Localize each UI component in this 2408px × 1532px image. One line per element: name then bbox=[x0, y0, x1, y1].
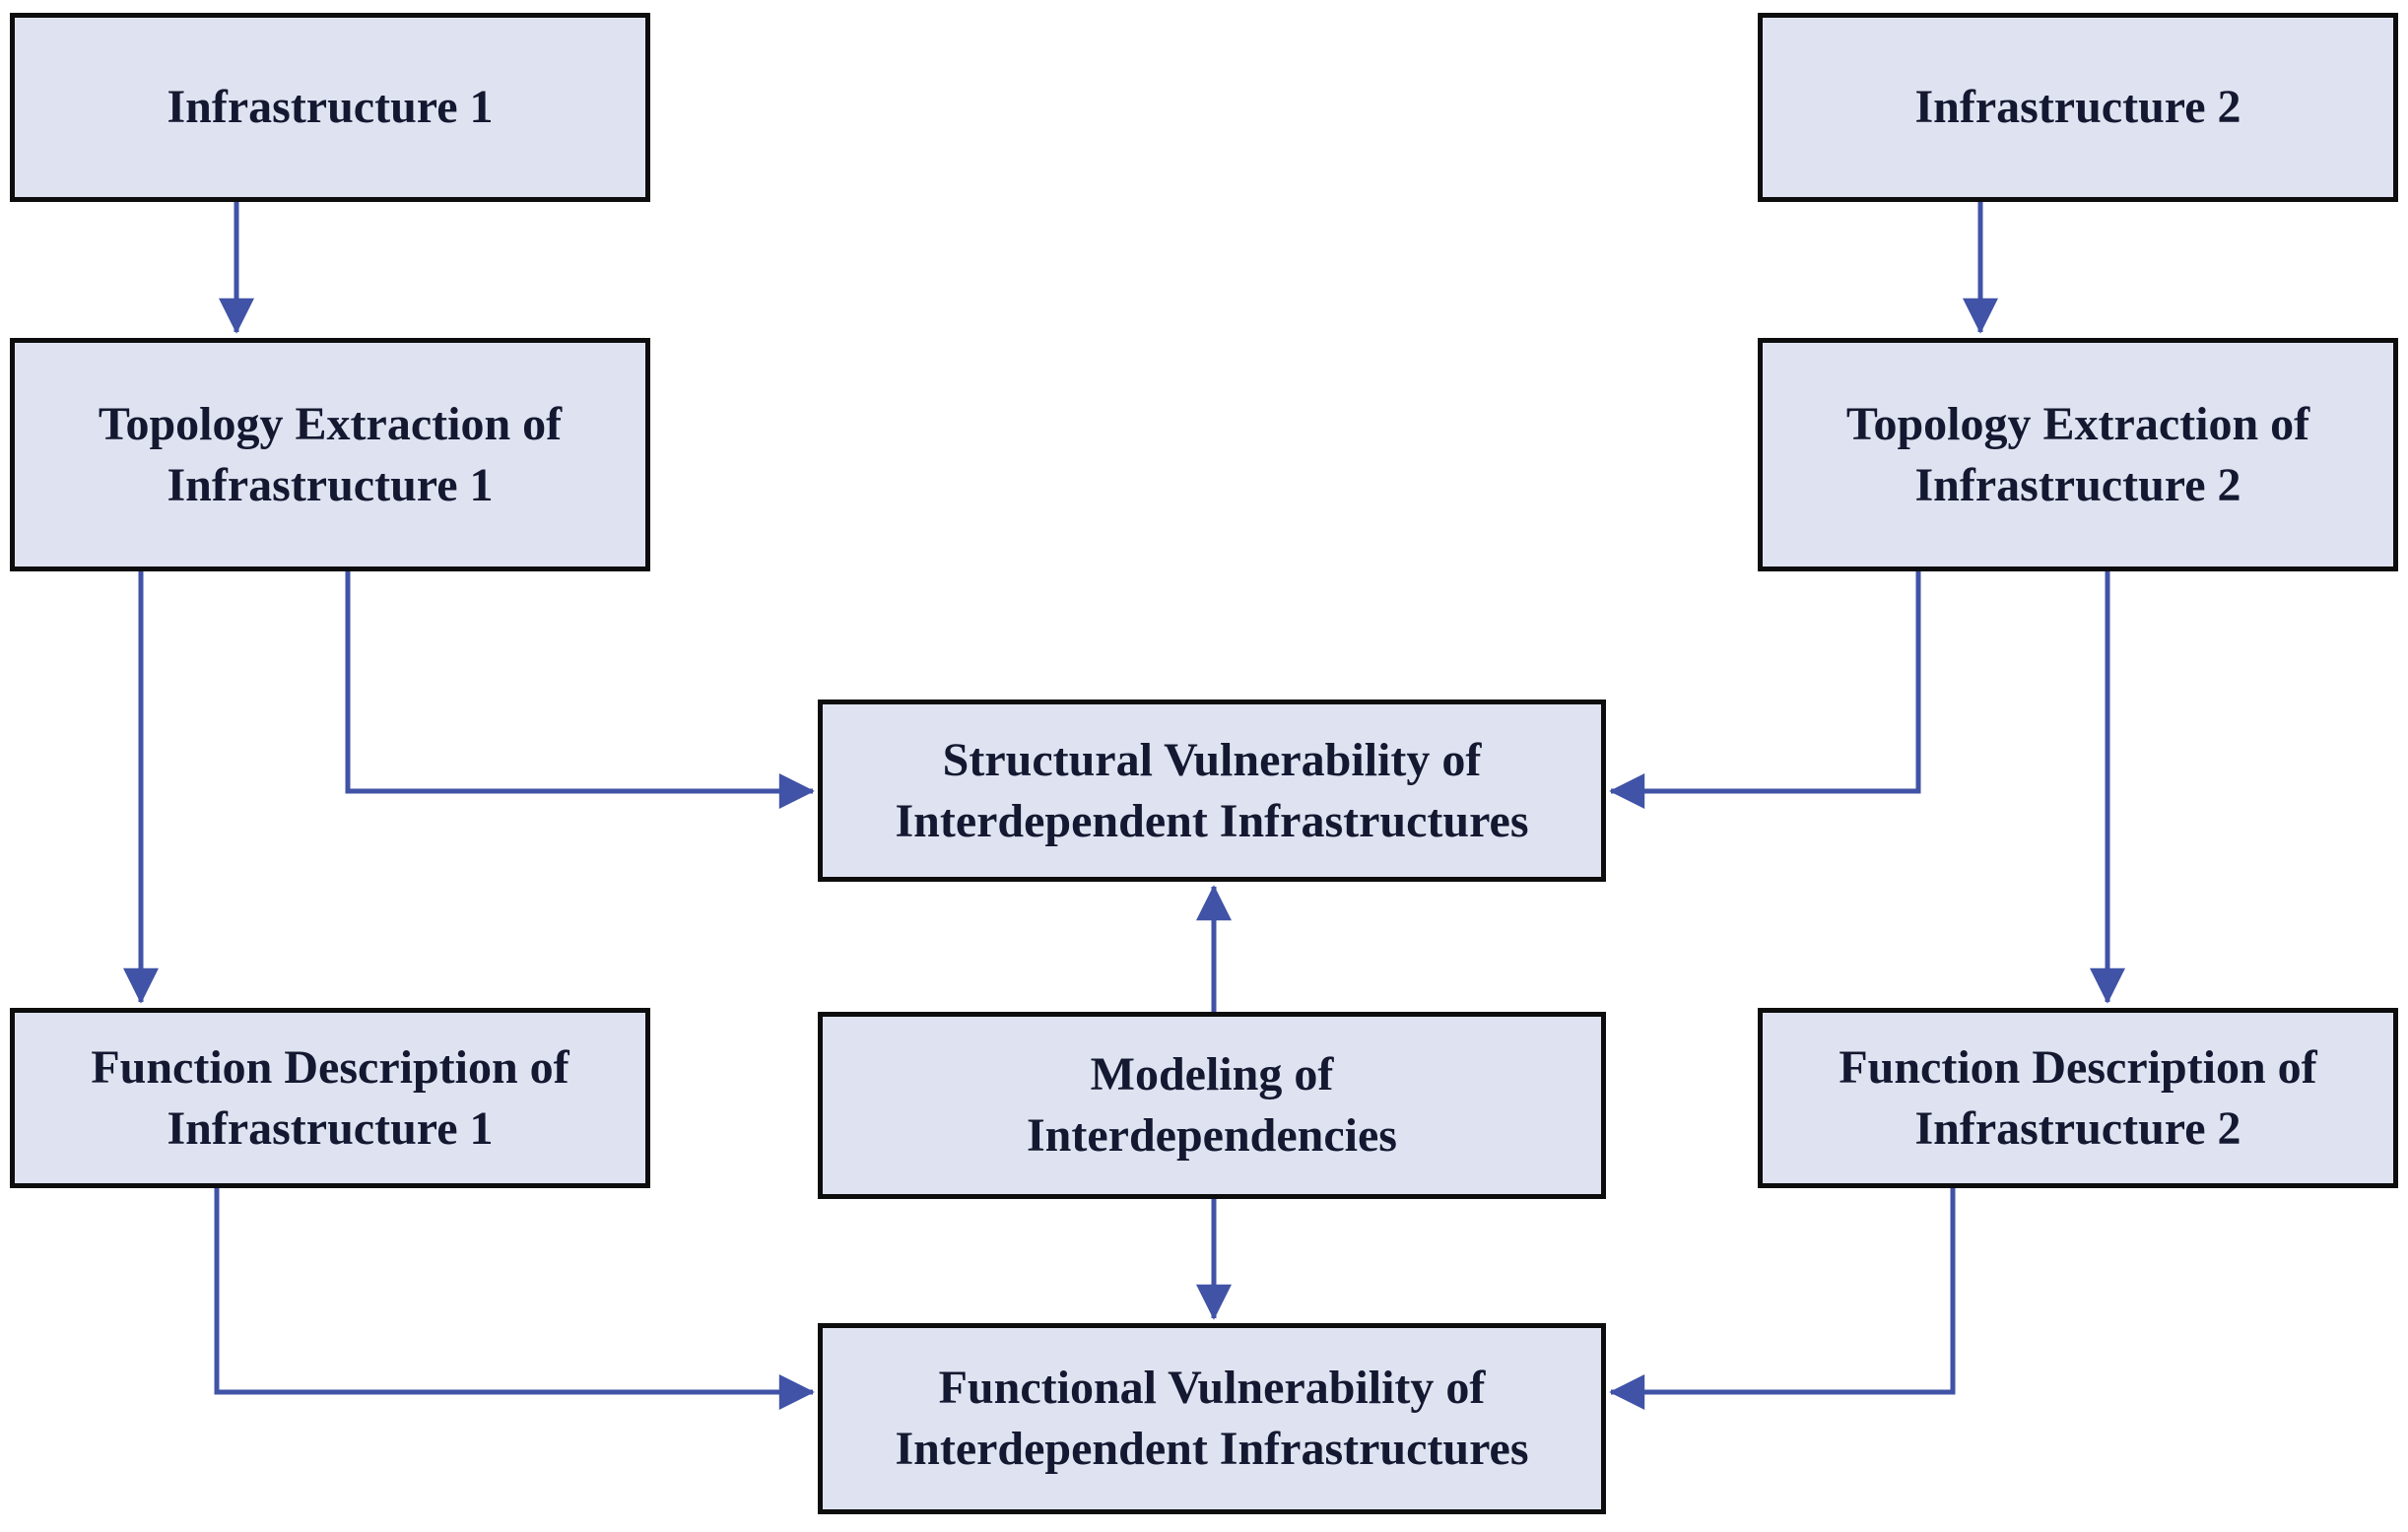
node-structural-vulnerability: Structural Vulnerability of Interdepende… bbox=[818, 699, 1606, 882]
node-functional-vulnerability-label: Functional Vulnerability of Interdepende… bbox=[895, 1362, 1529, 1475]
node-function-description-1: Function Description of Infrastructure 1 bbox=[10, 1008, 650, 1188]
node-function-description-2: Function Description of Infrastructure 2 bbox=[1758, 1008, 2398, 1188]
node-modeling-of-interdependencies-label: Modeling of Interdependencies bbox=[1027, 1048, 1397, 1162]
node-infrastructure-2-label: Infrastructure 2 bbox=[1914, 81, 2241, 133]
node-topology-extraction-1: Topology Extraction of Infrastructure 1 bbox=[10, 338, 650, 571]
node-topology-extraction-2: Topology Extraction of Infrastructure 2 bbox=[1758, 338, 2398, 571]
node-infrastructure-1-label: Infrastructure 1 bbox=[167, 81, 494, 133]
arrow-fd1-to-functional bbox=[214, 1188, 815, 1410]
node-function-description-2-label: Function Description of Infrastructure 2 bbox=[1839, 1040, 2317, 1155]
node-structural-vulnerability-label: Structural Vulnerability of Interdepende… bbox=[895, 733, 1529, 847]
arrow-fd2-to-functional bbox=[1609, 1188, 1956, 1410]
node-functional-vulnerability: Functional Vulnerability of Interdepende… bbox=[818, 1323, 1606, 1514]
arrow-topo2-to-structural bbox=[1609, 571, 1921, 809]
node-topology-extraction-1-label: Topology Extraction of Infrastructure 1 bbox=[98, 397, 563, 511]
node-infrastructure-1: Infrastructure 1 bbox=[10, 13, 650, 202]
node-modeling-of-interdependencies: Modeling of Interdependencies bbox=[818, 1012, 1606, 1199]
node-infrastructure-2: Infrastructure 2 bbox=[1758, 13, 2398, 202]
node-function-description-1-label: Function Description of Infrastructure 1 bbox=[91, 1040, 569, 1155]
arrow-topo1-to-structural bbox=[345, 571, 815, 809]
node-topology-extraction-2-label: Topology Extraction of Infrastructure 2 bbox=[1845, 397, 2310, 511]
